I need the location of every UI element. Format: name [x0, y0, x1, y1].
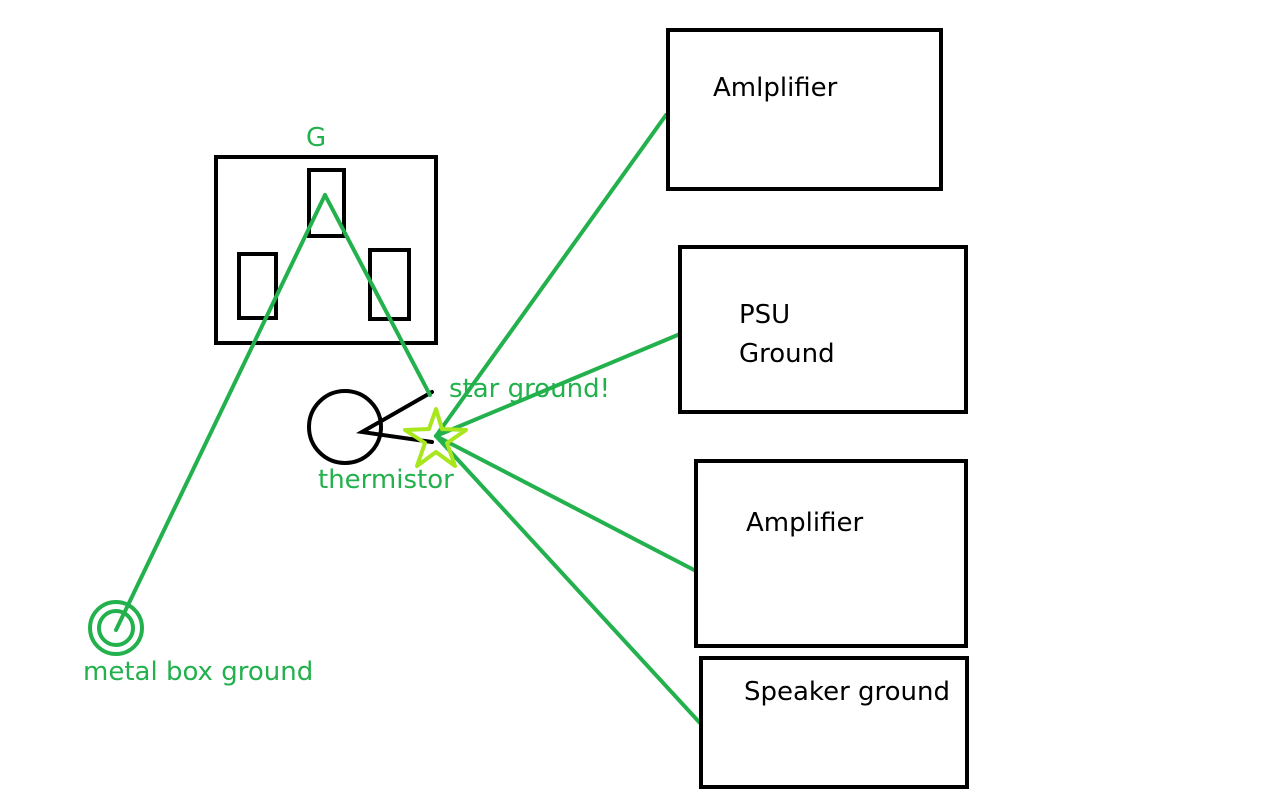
thermistor-label: thermistor	[318, 465, 454, 495]
outlet-left-pin	[237, 252, 278, 320]
outlet-right-pin	[368, 248, 411, 321]
ground-wires	[114, 113, 702, 725]
psu-ground-label-line2: Ground	[739, 339, 835, 369]
wire-pin-to-star	[323, 193, 432, 397]
metal-box-ground-icon	[88, 600, 144, 656]
speaker-ground-box	[699, 656, 969, 789]
psu-ground-box	[678, 245, 968, 414]
thermistor-leads	[355, 390, 434, 444]
amplifier-2-box	[694, 459, 968, 648]
wire-star-to-psu	[434, 332, 682, 438]
power-outlet	[214, 155, 438, 345]
star-ground-label: star ground!	[449, 374, 610, 404]
wire-box-to-pin	[114, 193, 327, 632]
amplifier-1-label: Amlplifier	[713, 73, 838, 103]
wire-star-to-speaker	[434, 434, 702, 725]
outlet-ground-pin	[307, 168, 346, 238]
speaker-ground-label: Speaker ground	[744, 677, 950, 707]
star-ground-icon	[403, 407, 468, 468]
ground-pin-label: G	[306, 123, 326, 153]
thermistor-symbol	[307, 389, 383, 465]
wire-star-to-amplifier-1	[434, 113, 668, 438]
amplifier-1-box	[666, 28, 943, 191]
amplifier-2-label: Amplifier	[746, 508, 863, 538]
metal-box-ground-label: metal box ground	[83, 657, 313, 687]
psu-ground-label-line1: PSU	[739, 300, 790, 330]
wire-star-to-amplifier-2	[434, 434, 698, 573]
outlet-body	[214, 155, 438, 345]
